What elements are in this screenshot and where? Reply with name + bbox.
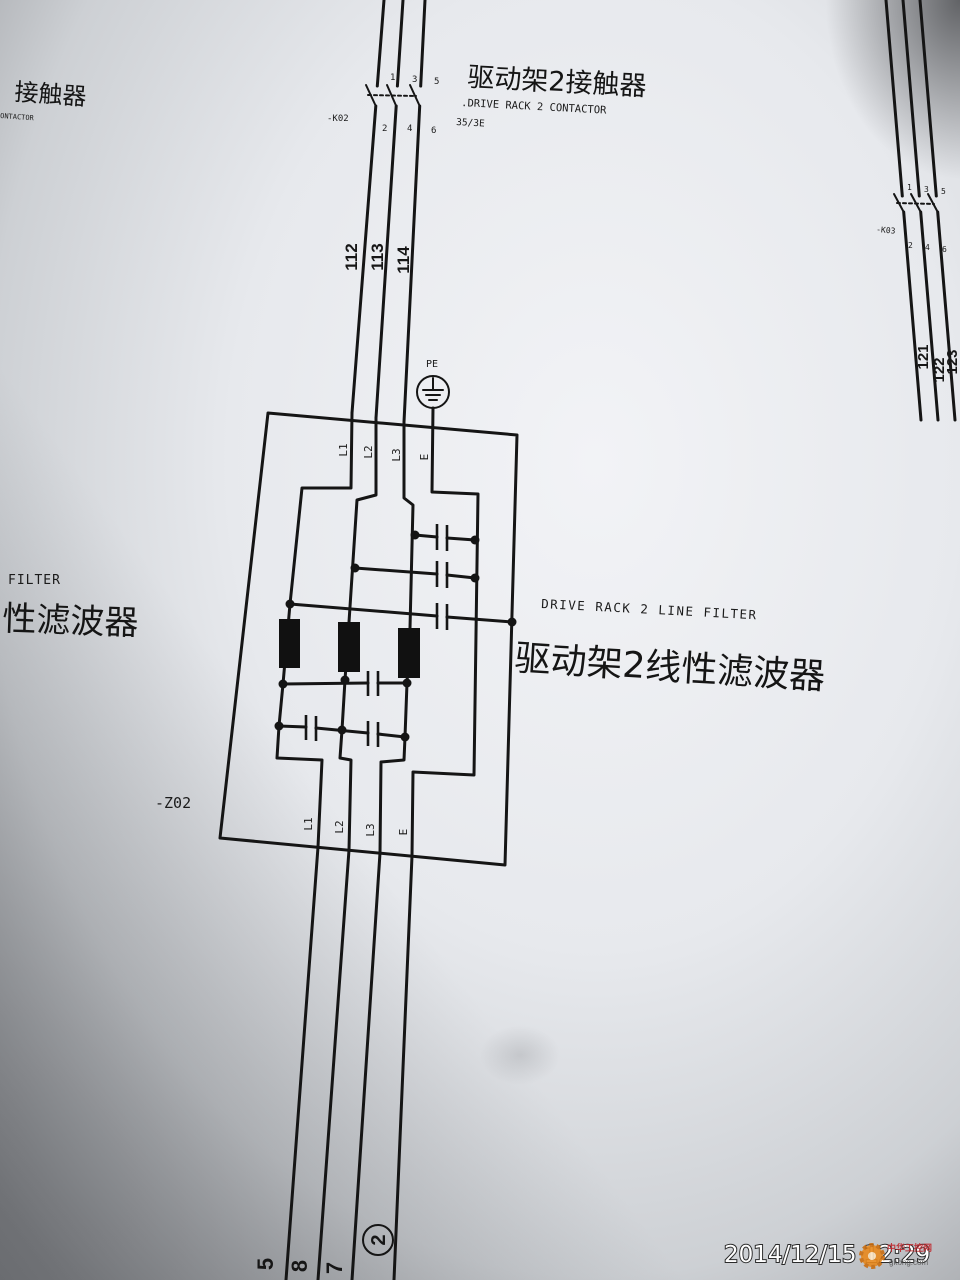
ground-bus-wire: [288, 602, 514, 624]
gkong-logo-hub: [868, 1252, 876, 1260]
junction-dot: [337, 725, 347, 735]
k03-contactor: 1 3 5 2 4 6 -K03 121 122 123: [876, 0, 960, 422]
k02-terminal-top-1: 1: [390, 73, 395, 83]
wire-122: [901, 0, 940, 422]
k02-page-ref: 35/3E: [456, 117, 485, 129]
filter-output-e: E: [397, 829, 410, 836]
left-filter-title-cn: 性滤波器: [2, 599, 139, 644]
filter-input-e: E: [418, 454, 431, 461]
junction-dot: [507, 617, 517, 627]
k02-terminal-bottom-2: 2: [382, 124, 387, 134]
wire-number-123: 123: [944, 349, 960, 374]
watermark-site: gkong.com: [889, 1258, 928, 1267]
k03-terminal-top-5: 5: [941, 187, 946, 196]
wire-123: [918, 0, 957, 422]
gkong-watermark: 中华工控网 gkong.com: [859, 1242, 932, 1269]
filter-input-l1: L1: [337, 443, 350, 456]
junction-dot: [274, 721, 284, 731]
paper-smudge: [480, 1025, 560, 1085]
cap-row-a-wire: [281, 681, 409, 686]
pe-label: PE: [426, 359, 438, 370]
k03-terminal-top-3: 3: [924, 185, 929, 194]
k02-terminal-top-3: 3: [412, 75, 417, 85]
filter-input-l2: L2: [362, 445, 375, 458]
k03-terminal-bottom-6: 6: [942, 245, 947, 254]
junction-dot: [285, 599, 295, 609]
inductor-icon-l2: [338, 622, 360, 672]
bottom-number-8: 8: [287, 1260, 312, 1272]
k03-mechanical-link: [896, 202, 935, 205]
wire-112: [350, 0, 386, 415]
k02-terminal-bottom-4: 4: [407, 124, 412, 134]
inductor-icon-l3: [398, 628, 420, 678]
junction-dot: [470, 573, 480, 583]
wire-number-113: 113: [368, 243, 387, 270]
inductor-icon-l1: [279, 619, 300, 668]
sheet-ref-circle: [362, 1224, 394, 1256]
wire-121: [884, 0, 923, 422]
left-contactor-title-en: ONTACTOR: [0, 112, 35, 122]
filter-e-path: [392, 406, 480, 1280]
k03-terminal-top-1: 1: [907, 183, 912, 192]
sheet-ref-number: 2: [368, 1234, 390, 1245]
wire-number-122: 122: [931, 357, 948, 382]
left-contactor-title-cn: 接触器: [14, 78, 88, 111]
filter-input-l3: L3: [390, 448, 403, 461]
k03-terminal-bottom-2: 2: [908, 241, 913, 250]
junction-dot: [470, 535, 480, 545]
k03-tag: -K03: [876, 225, 896, 236]
junction-dot: [350, 563, 360, 573]
junction-dot: [400, 732, 410, 742]
k02-mechanical-link: [367, 94, 417, 97]
k02-tag: -K02: [327, 114, 349, 124]
filter-output-l2: L2: [333, 820, 346, 833]
bottom-number-7: 7: [322, 1262, 347, 1274]
junction-dot: [340, 675, 350, 685]
junction-dot: [410, 530, 420, 540]
filter-output-l1: L1: [302, 817, 315, 830]
wire-number-114: 114: [394, 246, 413, 274]
k03-terminal-bottom-4: 4: [925, 243, 930, 252]
filter-l2-path: [316, 416, 378, 1280]
filter-l1-path: [275, 411, 354, 1280]
wire-114: [402, 0, 427, 424]
wire-number-121: 121: [915, 344, 932, 369]
wire-113: [374, 0, 405, 420]
k02-terminal-bottom-6: 6: [431, 126, 436, 136]
left-neighbor-labels: 接触器 ONTACTOR FILTER 性滤波器: [0, 78, 139, 644]
k02-contact-blade-3: [409, 84, 421, 107]
junction-dot: [278, 679, 288, 689]
bottom-markers: 5 8 7 2: [253, 1224, 394, 1274]
cap-row-2-wire: [353, 566, 477, 580]
photo-timestamp: 2014/12/15 12:29: [724, 1242, 930, 1268]
k02-terminal-top-5: 5: [434, 77, 439, 87]
bottom-number-5: 5: [253, 1258, 278, 1270]
z02-tag: -Z02: [155, 794, 191, 812]
filter-l3-path: [350, 420, 415, 1280]
filter-output-l3: L3: [364, 823, 377, 836]
left-filter-title-en: FILTER: [8, 573, 61, 588]
watermark-name: 中华工控网: [887, 1242, 932, 1254]
wire-number-112: 112: [342, 243, 361, 270]
junction-dot: [402, 678, 412, 688]
